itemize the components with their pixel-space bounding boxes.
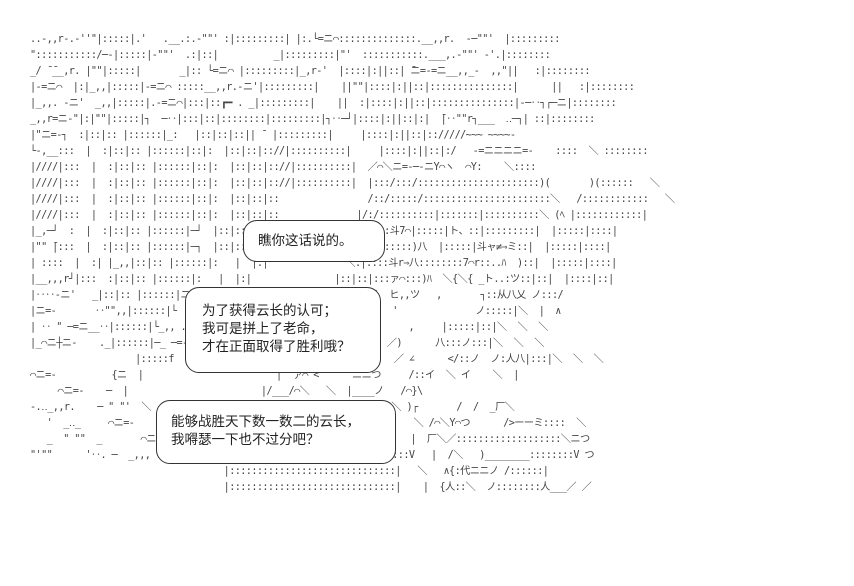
ascii-art-line: |////|::: | :|::|:: |::::::|::|: |::|::|… [30, 210, 648, 221]
ascii-art-line: |////|::: | :|::|:: |::::::|::|: |::|::|… [30, 194, 675, 205]
ascii-art-line: |_,,. -ニ' _,,|:::::|.-=ニ⌒|:::|::┏━ . _|:… [30, 98, 617, 109]
speech-bubble-1: 瞧你这话说的。 [243, 220, 385, 262]
ascii-art-line: |"ニ=-┐ :|::|:: |::::::|_: |::|::|::|| ̄ … [30, 130, 516, 141]
ascii-art-scene: ..-,,r-.-''"|:::::|.' .__.:.-""' :|:::::… [30, 32, 675, 496]
ascii-art-line: _,,r=ニ-"|:|""|:::::|┐ ─‥|:::|::|::::::::… [30, 114, 595, 125]
ascii-art-line: |_,─┘ : | :|::|:: |::::::|─┘ |::|::|:: |… [30, 226, 618, 237]
bubble-3-line-2: 我嘚瑟一下也不过分吧？ [171, 432, 320, 448]
ascii-art-line: ⌒ニ=- ─ | |/___/⌒＼ ＼ |____ノ /⌒}\ [57, 386, 423, 397]
speech-bubble-2: 为了获得云长的认可； 我可是拼上了老命， 才在正面取得了胜利哦？ [185, 287, 381, 373]
ascii-art-line: |////|::: | :|::|:: |::::::|::|: |::|::|… [30, 162, 536, 173]
bubble-2-line-3: 才在正面取得了胜利哦？ [202, 339, 351, 355]
ascii-art-line: |__,,,r┘|::: :|::|:: |::::::|: | |:| |::… [30, 274, 614, 285]
ascii-art-line: _/ ̄ ̄__,r. |""|:::::| _|:: └=ニ⌒ |::::::… [30, 66, 591, 77]
bubble-2-line-1: 为了获得云长的认可； [202, 303, 337, 319]
bubble-2-line-2: 我可是拼上了老命， [202, 321, 324, 337]
bubble-3-line-1: 能够战胜天下数一数二的云长， [171, 414, 360, 430]
ascii-art-line: |////|::: | :|::|:: |::::::|::|: |::|::|… [30, 178, 660, 189]
ascii-art-line: |::::::::::::::::::::::::::::::| | {人::＼… [223, 482, 592, 493]
bubble-1-line-1: 瞧你这话说的。 [258, 233, 353, 249]
ascii-art-line: └-,__::: | :|::|:: |::::::|::|: |::|::|:… [30, 146, 648, 157]
ascii-art-line: |-=ニ⌒ |:|_,,|:::::|-=ニ⌒ :::::__,,r.-ニ'|:… [30, 82, 635, 93]
ascii-art-line: | :::: | :| |_,,|::|:: |::::::|: | |:| ＼… [30, 258, 617, 269]
ascii-art-line: ":::::::::::/─-|:::::|-""' .:|::| _|::::… [30, 50, 551, 61]
speech-bubble-3: 能够战胜天下数一数二的云长， 我嘚瑟一下也不过分吧？ [156, 400, 396, 464]
ascii-art-line: ..-,,r-.-''"|:::::|.' .__.:.-""' :|:::::… [30, 34, 560, 45]
ascii-art-line: ⌒ニ=- {ニ | | ァ⌒ <' ニニつ /::イ ＼ イ ＼ | [30, 370, 519, 381]
ascii-art-line: |::::::::::::::::::::::::::::::| ＼ ∧{:代ニ… [223, 466, 549, 477]
